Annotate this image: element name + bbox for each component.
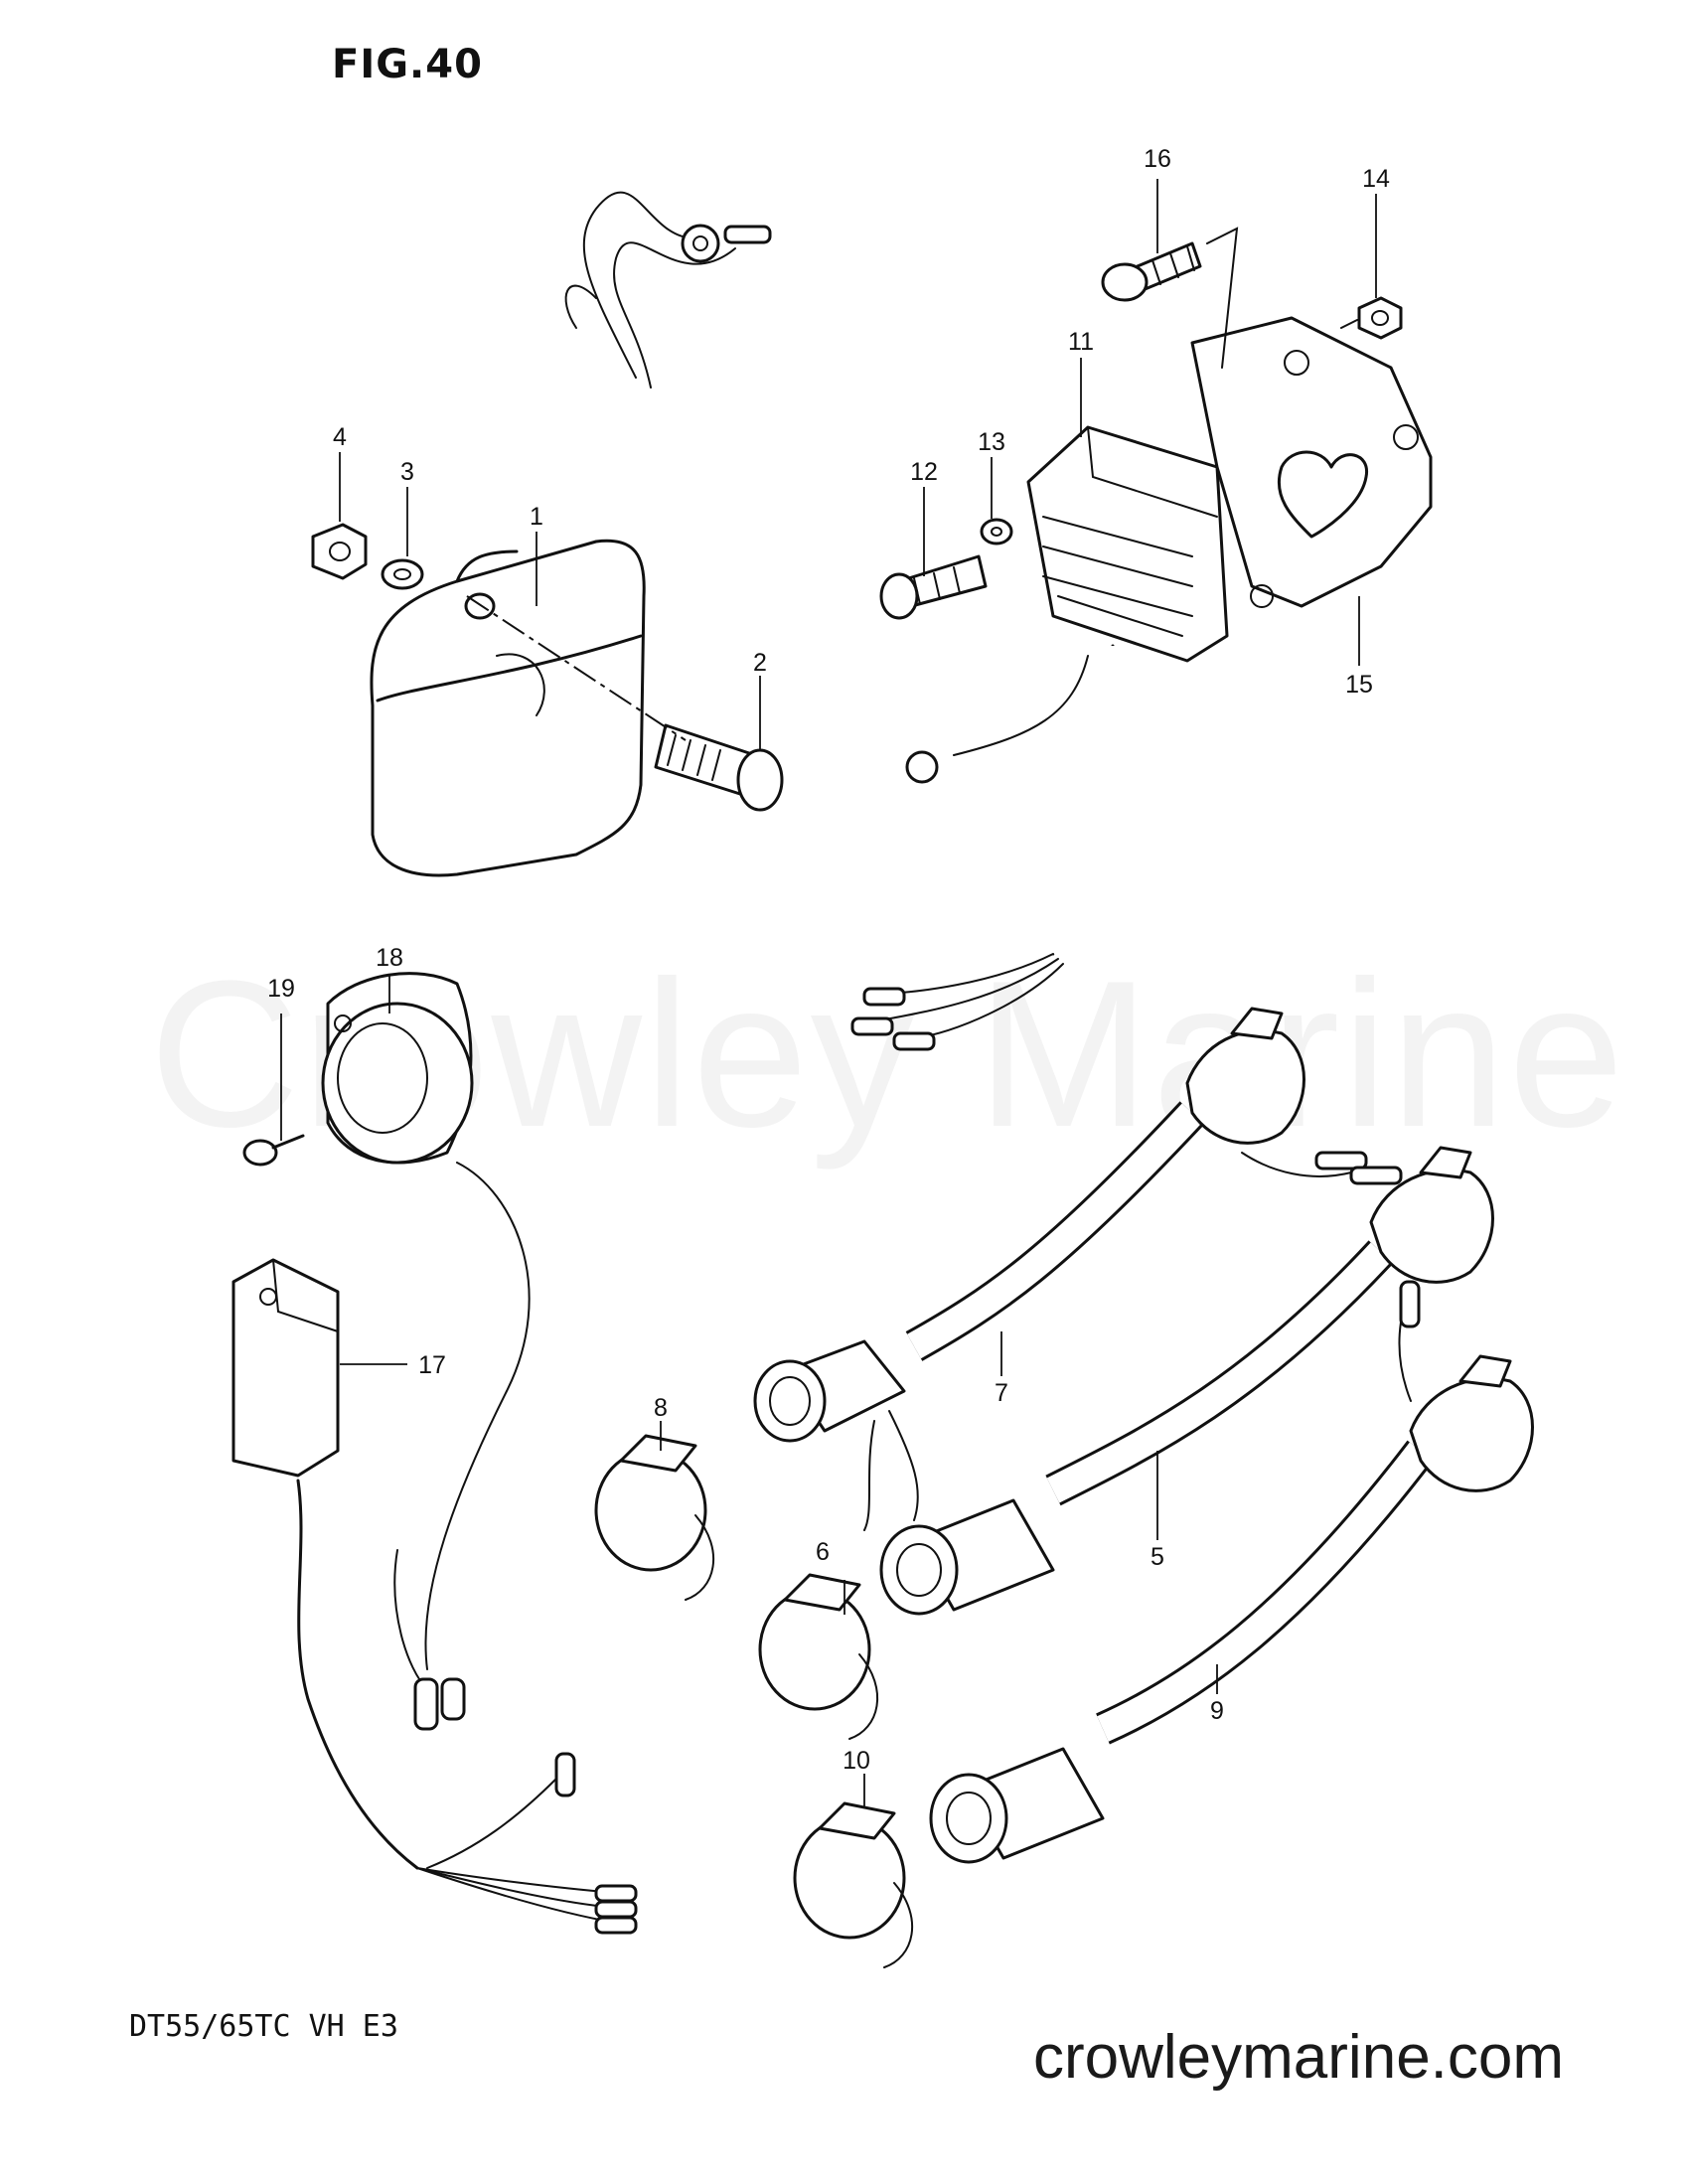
figure-title: FIG.40 xyxy=(332,42,483,87)
part-19-screw xyxy=(242,1134,305,1167)
part-14-nut xyxy=(1357,296,1403,340)
callout-6: 6 xyxy=(816,1538,830,1566)
part-2-bolt xyxy=(654,723,784,812)
callout-16: 16 xyxy=(1144,145,1171,173)
site-url: crowleymarine.com xyxy=(1033,2023,1565,2092)
callout-7: 7 xyxy=(995,1379,1008,1407)
part-6-cap xyxy=(758,1573,878,1740)
callout-3: 3 xyxy=(400,458,414,486)
part-3-washer xyxy=(381,558,424,590)
callout-14: 14 xyxy=(1362,165,1390,193)
assembly-line xyxy=(466,595,687,741)
part-4-nut xyxy=(311,523,368,580)
part-8-cap xyxy=(594,1434,714,1601)
regulator-harness xyxy=(850,644,1147,1051)
callout-10: 10 xyxy=(843,1747,870,1775)
bolt-guide-line xyxy=(1206,227,1239,369)
callout-leaders xyxy=(280,179,1377,1808)
part-1-cdi-unit xyxy=(370,191,772,877)
model-label: DT55/65TC VH E3 xyxy=(129,2009,398,2044)
callout-11: 11 xyxy=(1068,328,1094,356)
callout-1: 1 xyxy=(530,503,543,531)
part-16-bolt xyxy=(1101,241,1202,302)
part-7-harness xyxy=(753,1007,1403,1531)
callout-8: 8 xyxy=(654,1394,668,1422)
callout-2: 2 xyxy=(753,649,767,677)
callout-17: 17 xyxy=(418,1351,446,1379)
part-12-bolt xyxy=(879,554,988,620)
callout-5: 5 xyxy=(1150,1543,1164,1571)
callout-18: 18 xyxy=(376,944,403,972)
part-11-regulator xyxy=(1026,425,1229,663)
callout-19: 19 xyxy=(267,975,295,1003)
callout-4: 4 xyxy=(333,423,347,451)
part-18-pickup-coil xyxy=(321,972,531,1731)
part-17-module xyxy=(231,1258,638,1935)
callout-labels: 1 2 3 4 5 6 7 8 9 10 11 12 13 14 15 16 1… xyxy=(267,145,1390,1775)
nut-guide-line xyxy=(1340,319,1358,329)
part-15-bracket xyxy=(1190,316,1433,608)
callout-12: 12 xyxy=(910,458,938,486)
part-13-washer xyxy=(980,518,1013,546)
part-5-harness xyxy=(879,1146,1494,1616)
callout-13: 13 xyxy=(978,428,1005,456)
part-10-cap xyxy=(793,1801,913,1968)
part-9-harness xyxy=(929,1280,1534,1864)
callout-15: 15 xyxy=(1345,671,1373,699)
callout-9: 9 xyxy=(1210,1697,1224,1725)
